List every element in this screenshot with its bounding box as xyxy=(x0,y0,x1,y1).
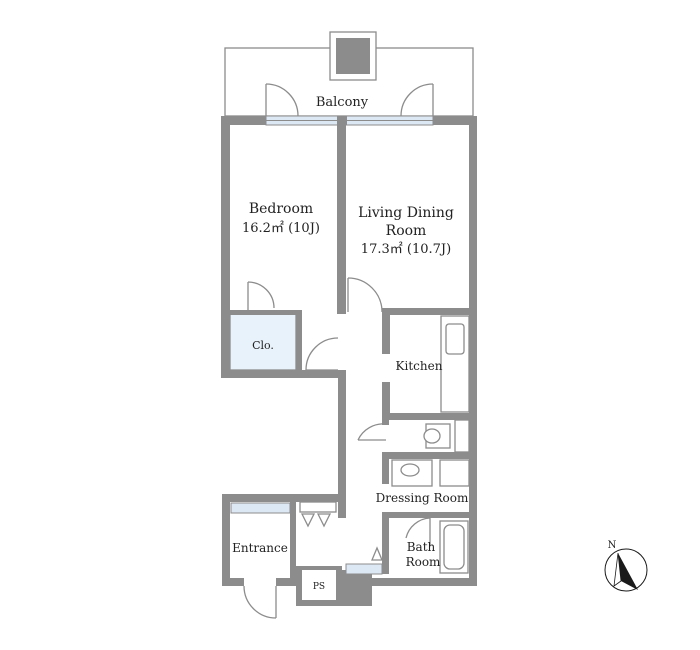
living-area: 17.3㎡ (10.7J) xyxy=(361,242,451,257)
living-name-line1: Living Dining xyxy=(358,205,454,221)
closet-area xyxy=(229,310,302,374)
north-compass-icon: N xyxy=(604,540,648,592)
dressing-label: Dressing Room xyxy=(376,491,469,505)
kitchen-label: Kitchen xyxy=(396,359,443,373)
compass-north-label: N xyxy=(608,540,617,551)
entrance-cabinet xyxy=(230,502,291,514)
ps-label: PS xyxy=(313,582,325,592)
balcony-label: Balcony xyxy=(316,95,369,110)
kitchen-fixtures xyxy=(440,315,470,413)
doors xyxy=(243,277,431,619)
living-name-line2: Room xyxy=(386,223,427,239)
walls xyxy=(221,115,477,606)
bath-label-line1: Bath xyxy=(407,540,436,554)
bedroom-name: Bedroom xyxy=(249,201,313,217)
bathtub xyxy=(439,520,469,574)
bath-label-line2: Room xyxy=(406,555,441,569)
bedroom-area: 16.2㎡ (10J) xyxy=(242,221,320,236)
washbasin xyxy=(391,459,470,487)
entrance-label: Entrance xyxy=(232,541,288,555)
toilet-fixtures xyxy=(423,419,470,453)
balcony-area xyxy=(224,31,474,117)
closet-label: Clo. xyxy=(252,339,274,352)
